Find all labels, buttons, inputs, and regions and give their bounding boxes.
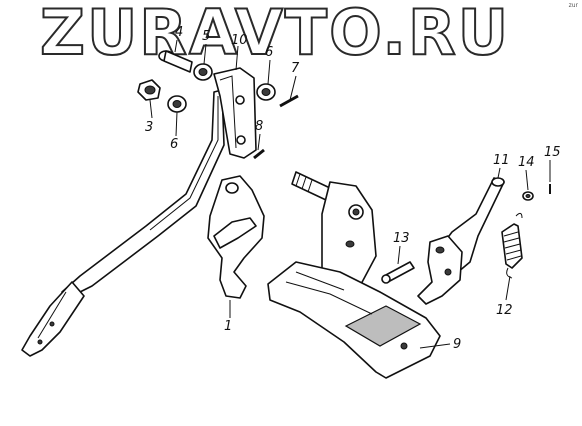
- washer-part-6b: [256, 83, 276, 101]
- pin-part-8: [253, 148, 265, 160]
- bracket-assembly: [267, 171, 441, 379]
- callout-6b: 6: [265, 45, 274, 60]
- callout-9: 9: [453, 337, 462, 352]
- nut-part: [137, 79, 161, 101]
- pin-part-13: [381, 261, 415, 284]
- mounting-plate: [213, 67, 257, 159]
- corner-mark: zur: [568, 2, 578, 9]
- rocker-lever: [417, 177, 505, 305]
- callout-7: 7: [291, 61, 300, 76]
- callout-13: 13: [393, 231, 410, 246]
- washer-part-6a: [167, 95, 187, 113]
- callout-6a: 6: [170, 137, 179, 152]
- hook-lever: [207, 175, 265, 299]
- callout-12: 12: [496, 303, 513, 318]
- callout-10: 10: [231, 33, 248, 48]
- callout-4: 4: [175, 25, 184, 40]
- callout-5: 5: [202, 29, 211, 44]
- leader-lines: [149, 39, 551, 349]
- spring-part: [501, 212, 523, 279]
- callout-1: 1: [224, 319, 233, 334]
- callout-3: 3: [145, 120, 154, 135]
- pedal-lever: [21, 89, 225, 357]
- washer-part-5: [193, 63, 213, 81]
- bolt-part: [158, 50, 193, 73]
- callout-14: 14: [518, 155, 535, 170]
- watermark-logo: ZURAVTO.RU: [39, 0, 511, 69]
- pin-part-7: [279, 94, 299, 108]
- callout-11: 11: [493, 153, 510, 168]
- callout-15: 15: [544, 145, 561, 160]
- washer-part-14: [522, 191, 534, 201]
- callout-8: 8: [255, 119, 264, 134]
